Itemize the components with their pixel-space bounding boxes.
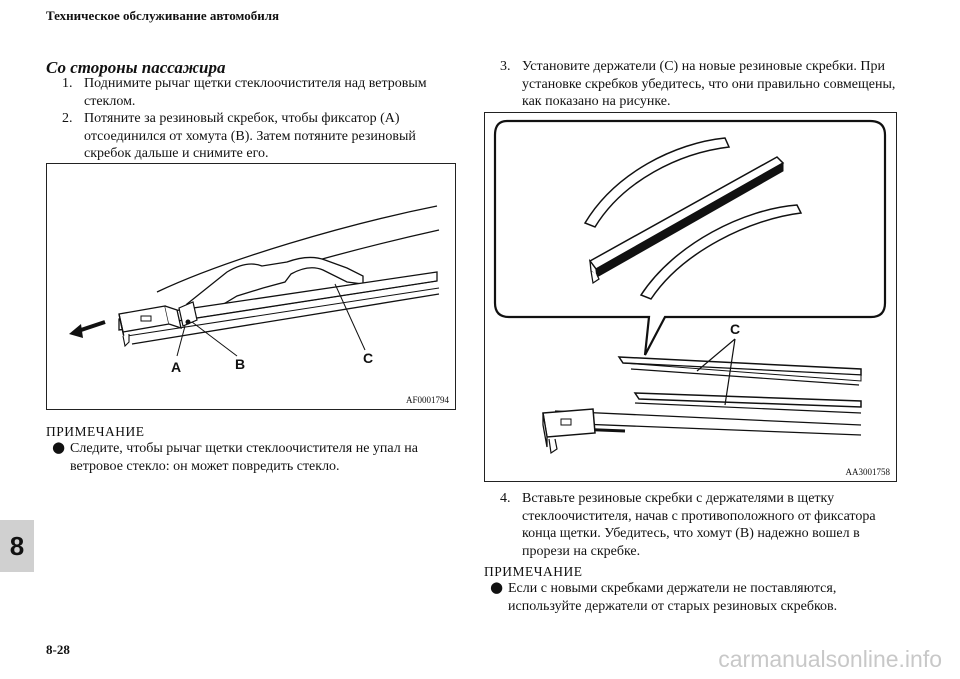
step-3: 3. Установите держатели (С) на новые рез… <box>500 58 900 111</box>
chapter-tab: 8 <box>0 520 34 572</box>
step-text: Поднимите рычаг щетки стеклоочистителя н… <box>84 76 427 109</box>
step-1: 1. Поднимите рычаг щетки стеклоочистител… <box>62 75 462 110</box>
step-4: 4. Вставьте резиновые скребки с держател… <box>500 490 900 560</box>
step-number: 1. <box>62 76 73 91</box>
step-text: Потяните за резиновый скребок, чтобы фик… <box>84 111 416 161</box>
bullet-icon: ● <box>52 438 66 456</box>
note-heading: ПРИМЕЧАНИЕ <box>484 564 583 579</box>
figure-id: AF0001794 <box>405 395 449 405</box>
note-text: Следите, чтобы рычаг щетки стеклоочистит… <box>70 441 418 474</box>
figure-wiper-removal: A B C AF0001794 <box>46 163 456 410</box>
running-header: Техническое обслуживание автомобиля <box>46 8 280 23</box>
bullet-icon: ● <box>490 578 504 596</box>
figure-holders: C AA3001758 <box>484 112 897 482</box>
note-heading: ПРИМЕЧАНИЕ <box>46 424 145 439</box>
wiper-removal-illustration <box>69 205 440 357</box>
step-text: Вставьте резиновые скребки с держателями… <box>522 491 876 559</box>
holders-illustration <box>493 119 887 455</box>
step-number: 4. <box>500 491 511 506</box>
section-title: Со стороны пассажира <box>46 58 226 77</box>
page-number: 8-28 <box>46 642 70 657</box>
note-text: Если с новыми скребками держатели не пос… <box>508 581 838 614</box>
label-c: C <box>363 350 374 366</box>
step-number: 3. <box>500 59 511 74</box>
step-text: Установите держатели (С) на новые резино… <box>522 59 896 109</box>
watermark: carmanualsonline.info <box>718 646 942 672</box>
figure-id: AA3001758 <box>845 467 891 477</box>
step-number: 2. <box>62 111 73 126</box>
label-a: A <box>171 359 182 375</box>
label-c: C <box>730 321 741 337</box>
step-2: 2. Потяните за резиновый скребок, чтобы … <box>62 110 462 163</box>
label-b: B <box>235 356 246 372</box>
note-1: ● Следите, чтобы рычаг щетки стеклоочист… <box>52 438 452 475</box>
note-2: ● Если с новыми скребками держатели не п… <box>490 578 890 615</box>
